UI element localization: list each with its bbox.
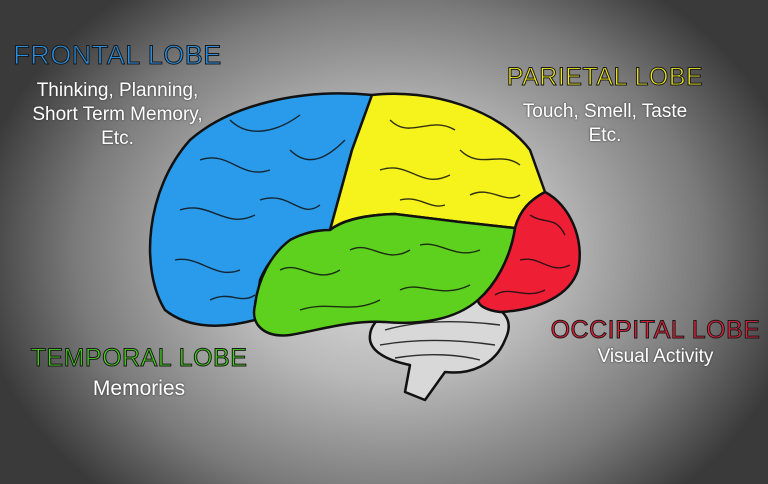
temporal-lobe-label: TEMPORAL LOBE Memories <box>28 344 250 401</box>
frontal-lobe-line-3: Etc. <box>101 128 134 149</box>
parietal-lobe-line-1: Touch, Smell, Taste <box>522 101 688 122</box>
parietal-lobe-title: PARIETAL LOBE <box>506 63 704 92</box>
parietal-lobe-line-2: Etc. <box>588 125 622 146</box>
frontal-lobe-line-2: Short Term Memory, <box>32 104 203 125</box>
temporal-lobe-line-1: Memories <box>92 377 186 400</box>
occipital-lobe-title: OCCIPITAL LOBE <box>550 316 761 345</box>
temporal-lobe-title: TEMPORAL LOBE <box>30 344 248 373</box>
occipital-lobe-line-1: Visual Activity <box>597 346 714 367</box>
frontal-lobe-label: FRONTAL LOBE Thinking, Planning, Short T… <box>5 40 230 151</box>
frontal-lobe <box>148 92 374 327</box>
temporal-lobe <box>252 212 517 337</box>
occipital-lobe-label: OCCIPITAL LOBE Visual Activity <box>548 316 763 369</box>
parietal-lobe-label: PARIETAL LOBE Touch, Smell, Taste Etc. <box>490 63 720 148</box>
frontal-lobe-line-1: Thinking, Planning, <box>36 80 199 101</box>
frontal-lobe-title: FRONTAL LOBE <box>13 40 222 71</box>
